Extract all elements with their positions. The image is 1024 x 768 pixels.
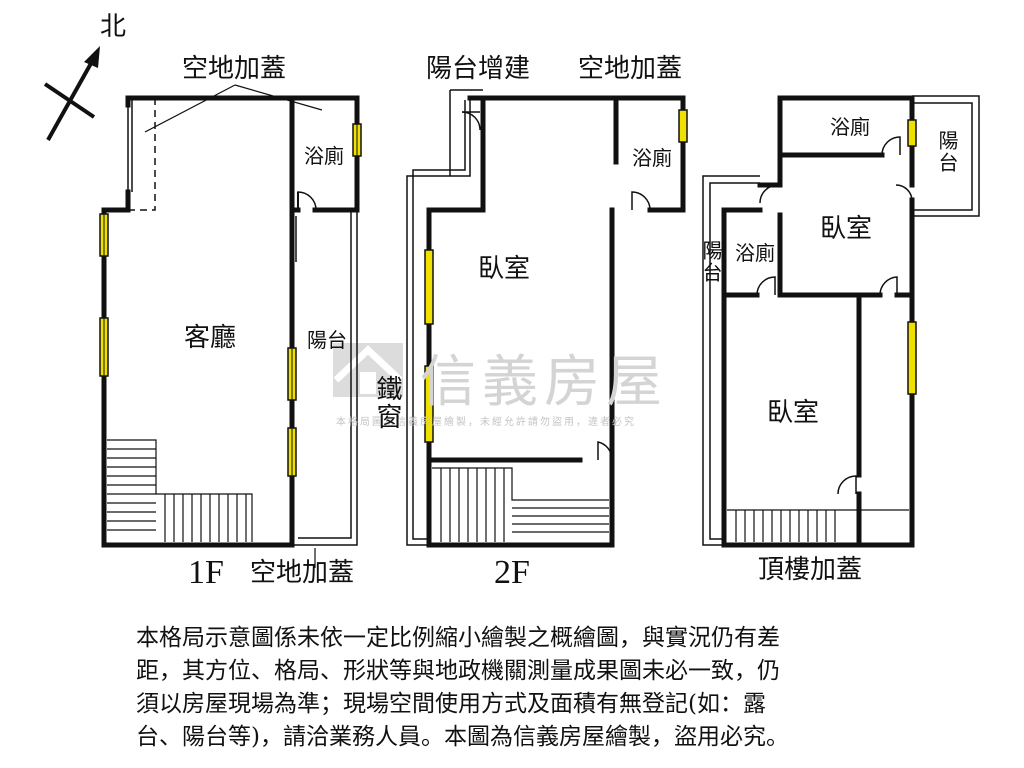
floor2-plan [406,89,688,548]
f2-bedroom-label: 臥室 [478,254,531,284]
rt-balcony-left-label: 陽台 [699,240,723,284]
f2-floor-label: 2F [494,554,530,591]
watermark-notice: 本格局圖為信義房屋繪製，未經允許請勿盜用，違者必究 [336,417,636,428]
rt-bath-left-label: 浴廁 [735,241,775,265]
f2-vacant-cover-label: 空地加蓋 [578,54,683,84]
f2-bath-label: 浴廁 [632,146,672,170]
f1-balcony-label: 陽台 [307,328,347,352]
floor1-plan [99,84,362,568]
rt-bath-top-label: 浴廁 [830,115,870,139]
f1-living-room-label: 客廳 [184,323,237,353]
rt-floor-label: 頂樓加蓋 [758,555,863,585]
watermark-brand: 信義房屋 [420,350,668,415]
f1-floor-label: 1F [188,554,224,591]
rt-bedroom-lower-label: 臥室 [767,398,820,428]
watermark-logo-icon [333,343,403,397]
f1-vacant-cover-top-label: 空地加蓋 [182,54,287,84]
f1-vacant-cover-bottom-label: 空地加蓋 [250,558,355,588]
rt-balcony-right-label: 陽台 [935,130,959,174]
disclaimer-text: 本格局示意圖係未依一定比例縮小繪製之概繪圖，與實況仍有差 距，其方位、格局、形狀… [136,622,916,754]
north-label: 北 [100,12,127,42]
disclaimer-line: 須以房屋現場為準；現場空間使用方式及面積有無登記(如：露 [136,691,766,717]
f2-iron-window-label: 鐵窗 [372,375,402,431]
f1-bath-label: 浴廁 [304,144,344,168]
rooftop-plan [702,95,980,548]
disclaimer-line: 距，其方位、格局、形狀等與地政機關測量成果圖未必一致，仍 [136,658,780,684]
f2-balcony-addition-label: 陽台增建 [426,54,531,84]
north-arrow-icon [43,46,100,141]
rt-bedroom-upper-label: 臥室 [820,214,873,244]
disclaimer-line: 台、陽台等)，請洽業務人員。本圖為信義房屋繪製，盜用必究。 [136,724,789,750]
disclaimer-line: 本格局示意圖係未依一定比例縮小繪製之概繪圖，與實況仍有差 [136,625,780,651]
